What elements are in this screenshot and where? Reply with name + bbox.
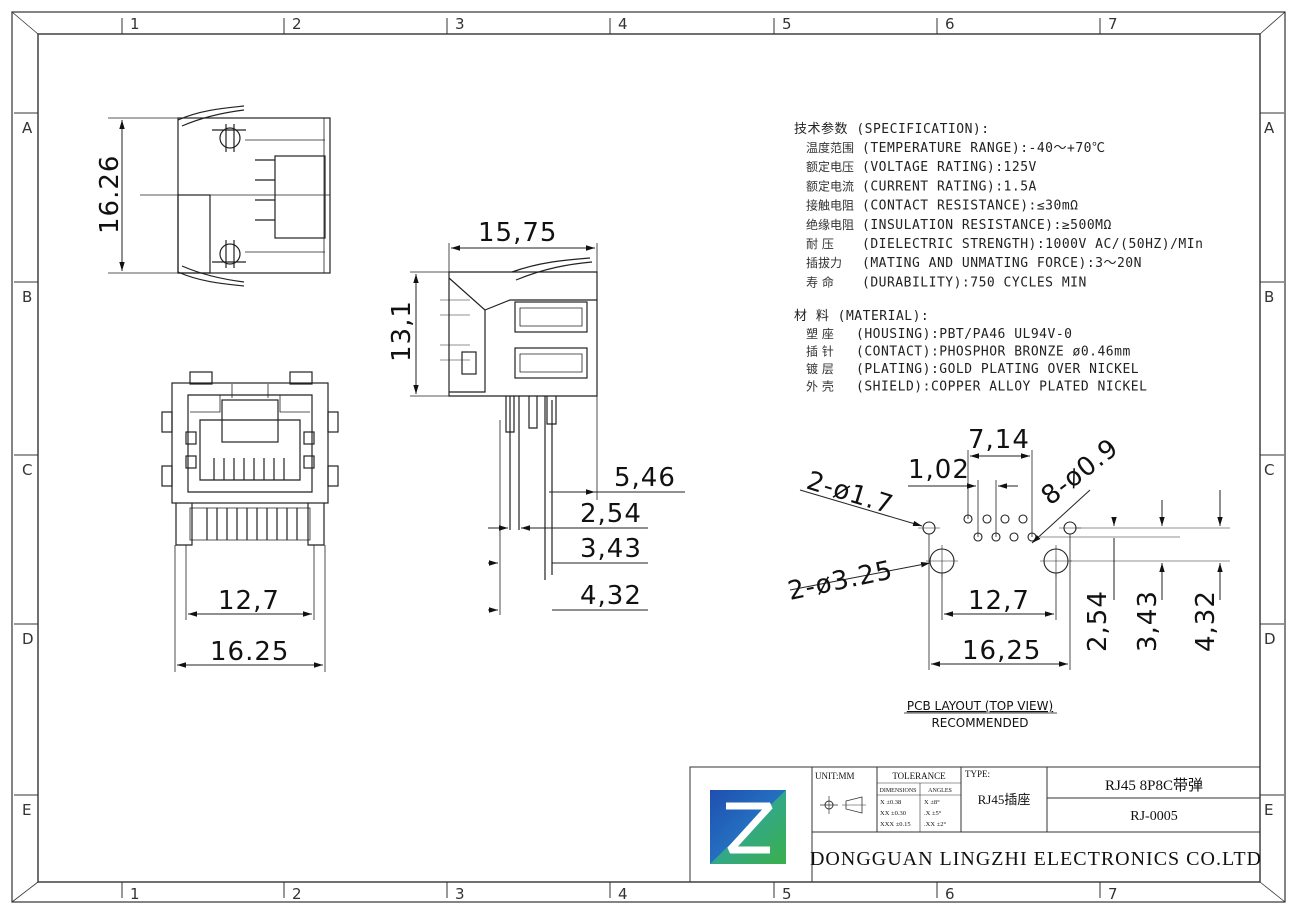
profile-view [410, 243, 685, 615]
spec-line-cn: 温度范围 [806, 140, 854, 155]
material-line-cn: 外 壳 [806, 380, 834, 394]
material-line-en: (CONTACT):PHOSPHOR BRONZE ø0.46mm [856, 345, 1131, 360]
dim-pcb-714: 7,14 [968, 425, 1030, 455]
material-title: 材 料 (MATERIAL): [794, 309, 929, 324]
column-mark-top: 4 [618, 15, 628, 33]
dim-pcb-17: 2-ø1.7 [803, 466, 897, 521]
dim-top-width: 15,75 [478, 218, 557, 248]
pcb-layout [789, 450, 1230, 670]
row-mark-right: B [1264, 288, 1274, 306]
column-marks: 1 1 2 2 3 3 4 4 5 5 6 6 7 7 [121, 15, 1118, 903]
spec-lines: 温度范围 (TEMPERATURE RANGE):-40～+70℃ 额定电压 (VOL… [806, 140, 1203, 290]
material-line-cn: 插 针 [806, 344, 834, 359]
dimensions-label: DIMENSIONS [879, 788, 916, 794]
column-mark-bottom: 3 [455, 885, 465, 903]
title-block [689, 766, 1261, 883]
column-mark-bottom: 2 [292, 885, 302, 903]
unit-label: UNIT:MM [815, 771, 855, 781]
part-name: RJ45 8P8C带弹 [1105, 777, 1203, 794]
material-line-en: (HOUSING):PBT/PA46 UL94V-0 [856, 327, 1073, 342]
dim-546: 5,46 [614, 463, 676, 493]
type-value: RJ45插座 [978, 792, 1031, 807]
pcb-layout-subtitle: RECOMMENDED [931, 716, 1028, 730]
row-marks: A A B B C C D D E E [14, 112, 1284, 819]
spec-line-cn: 插拔力 [806, 255, 842, 270]
material-line-cn: 镀 层 [806, 362, 834, 376]
spec-line-cn: 绝缘电阻 [806, 217, 854, 232]
dim-pcb-8holes: 8-ø0.9 [1036, 433, 1125, 512]
part-number: RJ-0005 [1130, 809, 1177, 824]
dim-front-127: 12,7 [218, 586, 280, 616]
dim-343: 3,43 [580, 534, 642, 564]
column-mark-bottom: 6 [945, 885, 955, 903]
row-mark-right: E [1264, 801, 1273, 819]
tolerance-angle: X ±8° [924, 799, 940, 806]
spec-line-cn: 接触电阻 [806, 198, 854, 213]
row-mark-right: A [1264, 119, 1275, 137]
spec-line-en: (TEMPERATURE RANGE):-40～+70℃ [862, 141, 1106, 156]
row-mark-left: E [22, 801, 31, 819]
sheet-frame [11, 11, 1286, 903]
tolerance-angle: .X ±5° [924, 810, 942, 817]
spec-line-en: (CONTACT RESISTANCE):≤30mΩ [862, 199, 1079, 214]
spec-line-en: (MATING AND UNMATING FORCE):3～20N [862, 256, 1142, 271]
spec-line-en: (VOLTAGE RATING):125V [862, 160, 1037, 175]
column-mark-top: 5 [782, 15, 792, 33]
spec-line-en: (CURRENT RATING):1.5A [862, 179, 1037, 194]
spec-line-cn: 额定电压 [806, 159, 854, 174]
material-line-en: (PLATING):GOLD PLATING OVER NICKEL [856, 362, 1139, 377]
pcb-layout-title: PCB LAYOUT (TOP VIEW) [907, 699, 1053, 713]
material-line-en: (SHIELD):COPPER ALLOY PLATED NICKEL [856, 380, 1147, 395]
spec-line-en: (DIELECTRIC STRENGTH):1000V AC/(50HZ)/MI… [862, 237, 1203, 252]
material-lines: 塑 座 (HOUSING):PBT/PA46 UL94V-0 插 针 (CONTACT… [806, 326, 1147, 395]
column-mark-top: 1 [130, 15, 140, 33]
column-mark-top: 2 [292, 15, 302, 33]
side-view [108, 105, 331, 287]
tolerance-rows: X ±0.38 X ±8° XX ±0.30 .X ±5° XXX ±0.15 .XX ±… [880, 799, 946, 828]
row-mark-left: D [22, 630, 34, 648]
row-mark-right: D [1264, 630, 1276, 648]
spec-title: 技术参数 (SPECIFICATION): [794, 121, 990, 137]
dim-pcb-102: 1,02 [908, 455, 970, 485]
material-line-cn: 塑 座 [806, 326, 834, 341]
tolerance-dim: XXX ±0.15 [880, 821, 911, 828]
row-mark-right: C [1264, 461, 1274, 479]
dim-pcb-432: 4,32 [1191, 590, 1221, 652]
dim-254: 2,54 [580, 499, 642, 529]
front-view [161, 371, 339, 672]
spec-line-cn: 耐 压 [806, 237, 834, 251]
dim-pcb-325: 2-ø3.25 [785, 555, 896, 607]
column-mark-top: 3 [455, 15, 465, 33]
dim-pcb-254: 2,54 [1083, 590, 1113, 652]
column-mark-bottom: 4 [618, 885, 628, 903]
angles-label: ANGLES [928, 788, 952, 794]
spec-line-cn: 额定电流 [806, 178, 854, 193]
spec-line-en: (DURABILITY):750 CYCLES MIN [862, 275, 1087, 290]
column-mark-bottom: 7 [1108, 885, 1118, 903]
column-mark-top: 7 [1108, 15, 1118, 33]
dim-front-height: 13,1 [387, 300, 417, 362]
dim-pcb-127: 12,7 [968, 586, 1030, 616]
spec-line-cn: 寿 命 [806, 274, 834, 289]
company-logo [710, 790, 786, 864]
tolerance-dim: XX ±0.30 [880, 810, 906, 817]
company-name: DONGGUAN LINGZHI ELECTRONICS CO.LTD [810, 848, 1262, 870]
tolerance-dim: X ±0.38 [880, 799, 901, 806]
dim-side-height: 16.26 [95, 155, 125, 234]
dim-pcb-1625: 16,25 [962, 636, 1041, 666]
dim-pcb-343: 3,43 [1133, 590, 1163, 652]
column-mark-top: 6 [945, 15, 955, 33]
tolerance-angle: .XX ±2° [924, 821, 946, 828]
row-mark-left: A [22, 119, 33, 137]
type-label: TYPE: [965, 769, 990, 779]
row-mark-left: B [22, 288, 32, 306]
column-mark-bottom: 5 [782, 885, 792, 903]
tolerance-label: TOLERANCE [892, 771, 946, 781]
spec-line-en: (INSULATION RESISTANCE):≥500MΩ [862, 218, 1112, 233]
column-mark-bottom: 1 [130, 885, 140, 903]
dim-front-1625: 16.25 [210, 637, 289, 667]
dim-432: 4,32 [580, 581, 642, 611]
row-mark-left: C [22, 461, 32, 479]
